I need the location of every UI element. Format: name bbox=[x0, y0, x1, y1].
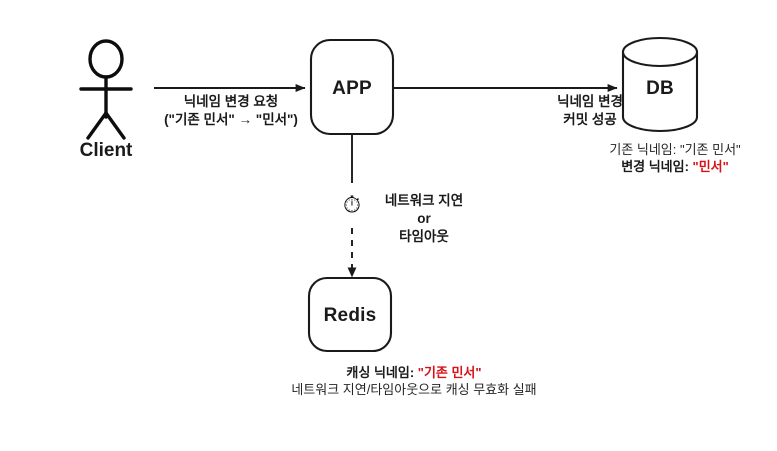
db-node-label: DB bbox=[646, 78, 674, 99]
redis-node-shape bbox=[307, 276, 393, 353]
db-node-shape bbox=[621, 36, 699, 133]
network-delay-label: 네트워크 지연 bbox=[384, 193, 464, 208]
db-note-line-2-prefix: 변경 닉네임: bbox=[621, 159, 693, 175]
db-note: 기존 닉네임: "기존 민서" 변경 닉네임: "민서" bbox=[609, 141, 740, 175]
db-note-line-2-value: "민서" bbox=[692, 159, 729, 175]
redis-note-line-1-prefix: 캐싱 닉네임: bbox=[346, 365, 418, 380]
edge-label-line-2: 커밋 성공 bbox=[563, 111, 617, 127]
redis-node-label: Redis bbox=[323, 305, 377, 326]
db-note-line-2: 변경 닉네임: "민서" bbox=[609, 158, 740, 175]
timeout-label: 타임아웃 bbox=[399, 228, 449, 244]
redis-note-line-1-value: "기존 민서" bbox=[417, 365, 482, 380]
edge-label-app-to-db: 닉네임 변경 커밋 성공 bbox=[557, 93, 623, 129]
app-node-label: APP bbox=[332, 78, 372, 99]
edge-label-app-to-redis: 네트워크 지연 or 타임아웃 bbox=[385, 192, 463, 245]
edge-label-line-2: ("기존 민서" → "민서") bbox=[164, 111, 298, 127]
edge-label-line-1: 닉네임 변경 bbox=[557, 94, 623, 109]
client-node-label: Client bbox=[79, 140, 133, 161]
redis-note-line-2: 네트워크 지연/타임아웃으로 캐싱 무효화 실패 bbox=[291, 382, 537, 398]
db-note-line-1: 기존 닉네임: "기존 민서" bbox=[609, 142, 741, 157]
edge-label-line-1: 닉네임 변경 요청 bbox=[183, 94, 279, 109]
client-stick-figure bbox=[79, 39, 133, 140]
edge-label-client-to-app: 닉네임 변경 요청 ("기존 민서" → "민서") bbox=[164, 93, 298, 129]
app-node-shape bbox=[309, 38, 395, 136]
or-separator-label: or bbox=[417, 210, 431, 226]
redis-note-line-1: 캐싱 닉네임: "기존 민서" bbox=[291, 364, 536, 381]
redis-note: 캐싱 닉네임: "기존 민서" 네트워크 지연/타임아웃으로 캐싱 무효화 실패 bbox=[291, 364, 536, 398]
stopwatch-icon: ⏱ bbox=[343, 191, 361, 218]
